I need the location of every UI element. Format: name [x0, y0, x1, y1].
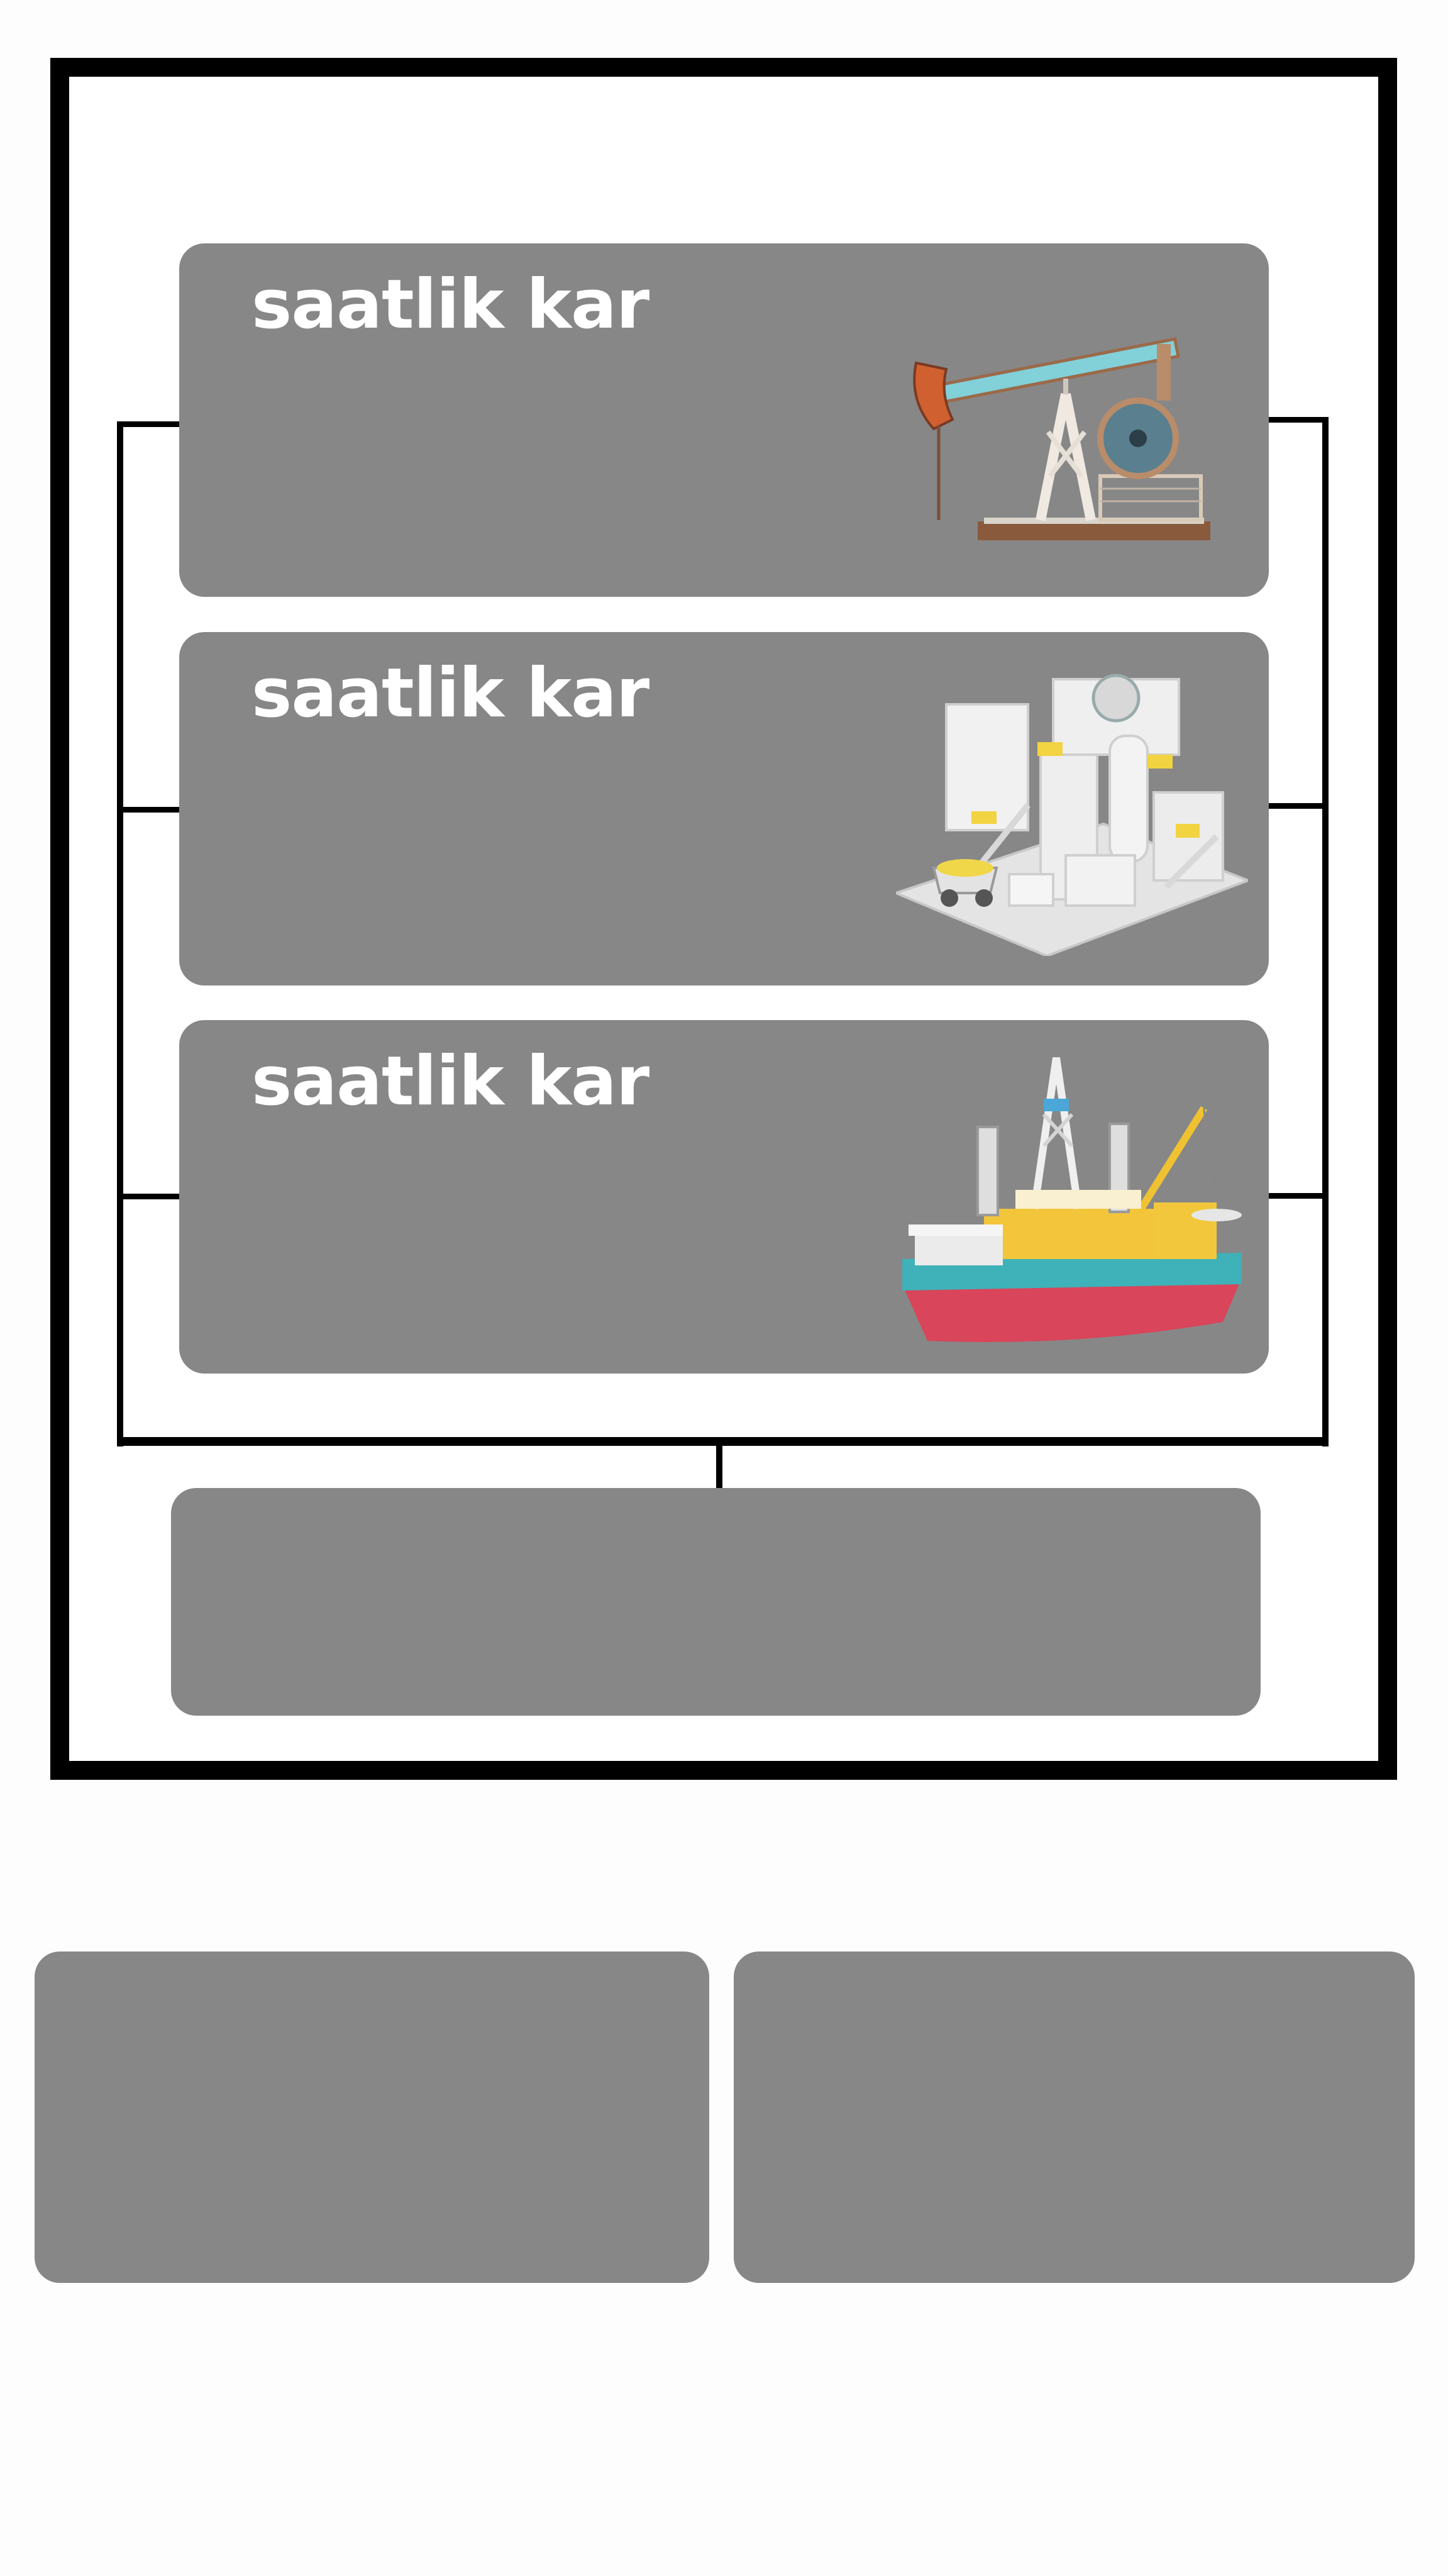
profit-card-1[interactable]: saatlik kar	[179, 243, 1269, 597]
oil-pump-jack-icon	[913, 337, 1210, 540]
refinery-factory-icon	[896, 674, 1248, 956]
card-label: saatlik kar	[251, 654, 649, 733]
profit-card-3[interactable]: saatlik kar	[179, 1020, 1269, 1374]
connector-left-stub-2	[117, 807, 180, 813]
summary-card[interactable]	[171, 1488, 1261, 1716]
connector-left-vertical	[117, 421, 123, 1446]
card-label: saatlik kar	[251, 265, 649, 344]
connector-right-stub-1	[1269, 417, 1329, 423]
profit-card-2[interactable]: saatlik kar	[179, 632, 1269, 985]
connector-right-stub-2	[1269, 803, 1329, 809]
connector-left-stub-1	[117, 421, 180, 427]
connector-right-stub-3	[1269, 1193, 1329, 1199]
connector-left-stub-3	[117, 1194, 180, 1199]
bottom-left-card[interactable]	[35, 1951, 709, 2283]
card-label: saatlik kar	[251, 1042, 649, 1121]
connector-bottom-horizontal	[117, 1437, 1329, 1446]
offshore-drilling-ship-icon	[902, 1057, 1242, 1342]
connector-right-vertical	[1322, 417, 1329, 1446]
bottom-right-card[interactable]	[734, 1951, 1415, 2283]
connector-center-drop	[716, 1444, 722, 1488]
